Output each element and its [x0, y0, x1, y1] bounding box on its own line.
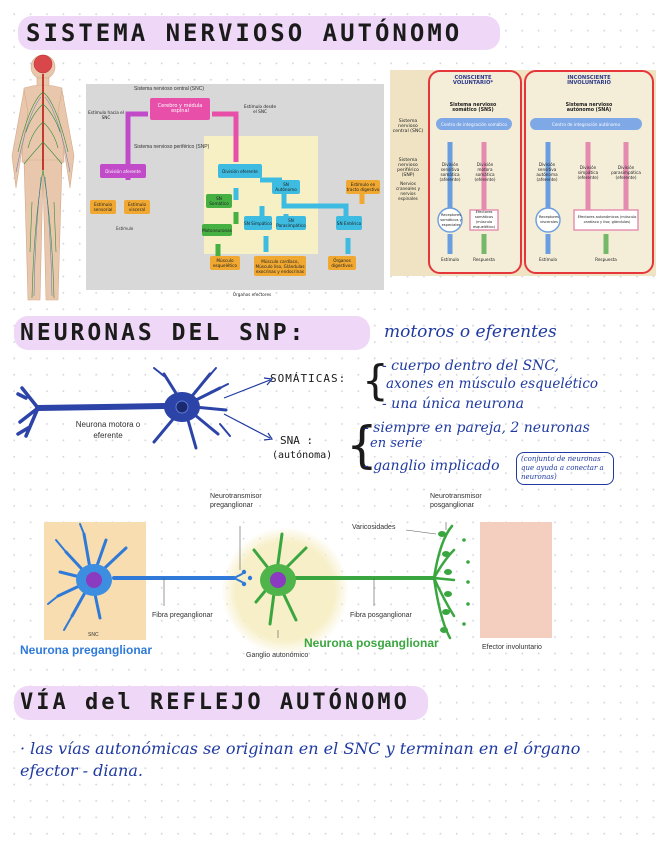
respuesta-right: Respuesta	[595, 256, 617, 262]
svg-text:Estímulo: Estímulo	[116, 226, 134, 231]
sn-ent-box: SN Entérico	[336, 216, 362, 230]
nervios-label: Nervios craneales y nervios espinales	[395, 181, 421, 201]
sna-label: SNA :	[280, 434, 314, 447]
neurona-pre-label: Neurona preganglionar	[20, 643, 153, 657]
section-title-reflejo: VÍA del REFLEJO AUTÓNOMO	[20, 690, 410, 715]
pos-nucleus-icon	[270, 572, 286, 588]
estim-tracto-box: Estímulo en tracto digestivo	[346, 180, 380, 194]
estimulo-snc-label: Estímulo hacia el SNC	[88, 110, 124, 120]
somaticas-label: SOMÁTICAS:	[270, 372, 347, 385]
conscious-title: CONSCIENTE VOLUNTARIO*	[452, 75, 494, 86]
sna-line-3: - ganglio implicado	[364, 458, 500, 474]
unconscious-title: INCONSCIENTE INVOLUNTARIO	[567, 75, 611, 86]
estimulo-right: Estímulo	[538, 256, 558, 262]
section-title-neuronas: NEURONAS DEL SNP:	[20, 320, 307, 346]
fibra-pre-label: Fibra preganglionar	[152, 612, 213, 619]
som-line-2: axones en músculo esquelético	[386, 376, 599, 392]
sna-sub-label: (autónoma)	[272, 450, 333, 461]
motor-neuron-illustration	[16, 367, 231, 450]
recep-som: Receptores somáticos y especiales	[440, 212, 462, 227]
snc-side-label: Sistema nervioso central (SNC)	[392, 118, 424, 134]
centro-aut-box: Centro de integración autónomo	[530, 118, 642, 130]
neuron-caption: Neurona motora o eferente	[75, 420, 141, 440]
musc-esq-box: Músculo esquelético	[210, 256, 240, 270]
div-para: División parasimpática (eferente)	[611, 164, 641, 180]
organos-dig-box: Órganos digestivos	[328, 256, 356, 270]
comparison-panel	[390, 70, 656, 276]
efectores-som: Efectores somáticos (músculo esquelético…	[472, 210, 496, 229]
estimulo-desde-label: Estímulo desde el SNC	[243, 104, 277, 114]
reflex-paragraph: · las vías autonómicas se originan en el…	[20, 739, 581, 780]
sn-aut-box: SN Autónomo	[272, 180, 300, 194]
ganglio-label: Ganglio autonómico	[246, 652, 309, 659]
brace-sna: {	[346, 416, 378, 474]
sna-label: Sistema nervioso autónomo (SNA)	[565, 103, 613, 113]
nervous-system-body-figure	[11, 54, 75, 301]
sn-simp-box: SN Simpático	[244, 216, 272, 230]
sna-line-1: - siempre en pareja, 2 neuronas	[364, 420, 590, 436]
pre-nucleus-icon	[86, 572, 102, 588]
div-sens-aut: División sensitiva autónoma (aferente)	[536, 162, 558, 182]
heading-highlight-2	[14, 316, 370, 350]
branch-arrows	[223, 377, 274, 441]
nt-pos-label: Neurotransmisor posganglionar	[430, 493, 482, 509]
comparison-arrows	[437, 142, 639, 254]
snp-side-label: Sistema nervioso periférico (SNP)	[397, 158, 419, 178]
snc-small-label: SNC	[88, 632, 99, 638]
eferente-box: División eferente	[218, 164, 262, 178]
sn-para-box: SN Parasimpático	[276, 216, 306, 230]
div-sens-som: División sensitiva somática (aferente)	[439, 162, 461, 182]
sns-label: Sistema nervioso somático (SNS)	[449, 103, 497, 113]
page-title: SISTEMA NERVIOSO AUTÓNOMO	[26, 19, 463, 47]
motoneuronas-box: Motoneuronas	[202, 224, 232, 236]
section-note-motores: motoros o eferentes	[384, 322, 557, 342]
nt-pre-label: Neurotransmisor preganglionar	[210, 493, 262, 509]
snp-label: Sistema nervioso periférico (SNP)	[134, 144, 210, 150]
fibra-pos-label: Fibra posganglionar	[350, 612, 412, 619]
brain-icon	[33, 54, 53, 74]
varicosidades-label: Varicosidades	[352, 524, 396, 531]
musc-card-box: Músculo cardíaco, Músculo liso, Glándula…	[254, 256, 306, 276]
estim-visc-box: Estímulo visceral	[124, 200, 150, 214]
som-line-3: - una única neurona	[382, 396, 524, 412]
neurona-pos-label: Neurona posganglionar	[304, 636, 439, 650]
cerebro-box: Cerebro y médula espinal	[150, 98, 210, 120]
som-line-1: - cuerpo dentro del SNC,	[382, 358, 559, 374]
aferente-box: División aferente	[100, 164, 146, 178]
efector-zone	[480, 522, 552, 638]
recep-visc: Receptores viscerales	[538, 215, 560, 224]
sna-line-2: en serie	[370, 436, 423, 451]
div-simp: División simpática (eferente)	[577, 164, 599, 180]
estim-sens-box: Estímulo sensorial	[90, 200, 116, 214]
ganglion-neurons	[47, 522, 470, 640]
organos-efect-label: Órganos efectores	[232, 291, 272, 297]
heading-highlight	[18, 16, 500, 50]
brace-somaticas: {	[362, 356, 389, 405]
conscious-frame	[428, 70, 522, 274]
sna-note: (conjunto de neuronas que ayuda a conect…	[516, 452, 614, 485]
nucleus-icon	[175, 400, 189, 414]
div-mot-som: División motora somática (eferente)	[474, 162, 496, 182]
efector-label: Efector involuntario	[482, 644, 542, 651]
estimulo-left: Estímulo	[440, 256, 460, 262]
respuesta-left: Respuesta	[473, 256, 495, 262]
heading-highlight-3	[14, 686, 428, 720]
centro-som-box: Centro de integración somático	[436, 118, 512, 130]
sn-som-box: SN Somático	[206, 194, 232, 208]
snc-label: Sistema nervioso central (SNC)	[134, 86, 205, 92]
efectores-aut: Efectores autonómicos (músculo cardíaco …	[577, 215, 637, 224]
